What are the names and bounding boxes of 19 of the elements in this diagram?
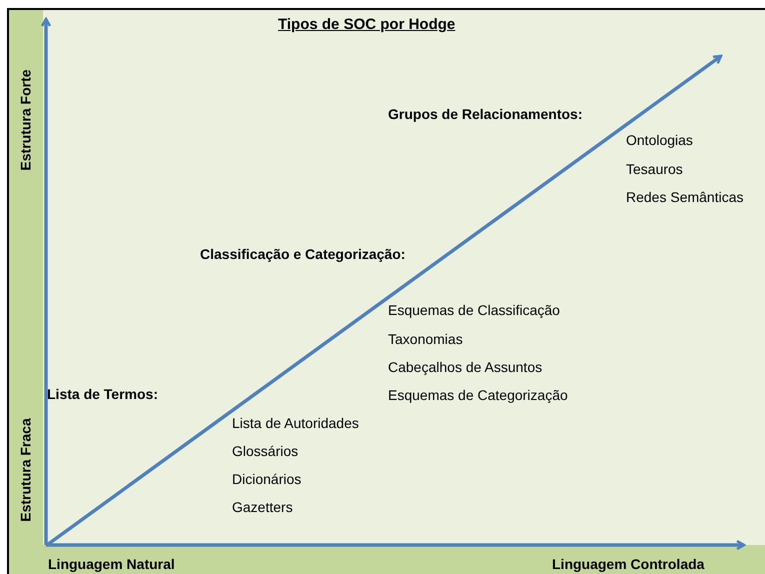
list-item: Esquemas de Categorização (388, 386, 568, 405)
list-item: Ontologias (626, 131, 693, 150)
list-item: Taxonomias (388, 330, 463, 349)
list-item: Cabeçalhos de Assuntos (388, 358, 542, 377)
list-item: Gazetters (232, 498, 293, 517)
group-heading: Grupos de Relacionamentos: (388, 105, 582, 124)
axis-label: Estrutura Fraca (16, 418, 34, 522)
group-heading: Classificação e Categorização: (200, 245, 406, 264)
axis-label: Linguagem Controlada (552, 555, 704, 574)
list-item: Lista de Autoridades (232, 414, 359, 433)
group-heading: Lista de Termos: (47, 385, 158, 404)
list-item: Esquemas de Classificação (388, 301, 560, 320)
list-item: Glossários (232, 442, 298, 461)
title: Tipos de SOC por Hodge (278, 15, 456, 35)
list-item: Redes Semânticas (626, 188, 744, 207)
axis-label: Linguagem Natural (48, 555, 175, 574)
axis-label: Estrutura Forte (16, 69, 34, 171)
list-item: Dicionários (232, 470, 302, 489)
list-item: Tesauros (626, 160, 683, 179)
